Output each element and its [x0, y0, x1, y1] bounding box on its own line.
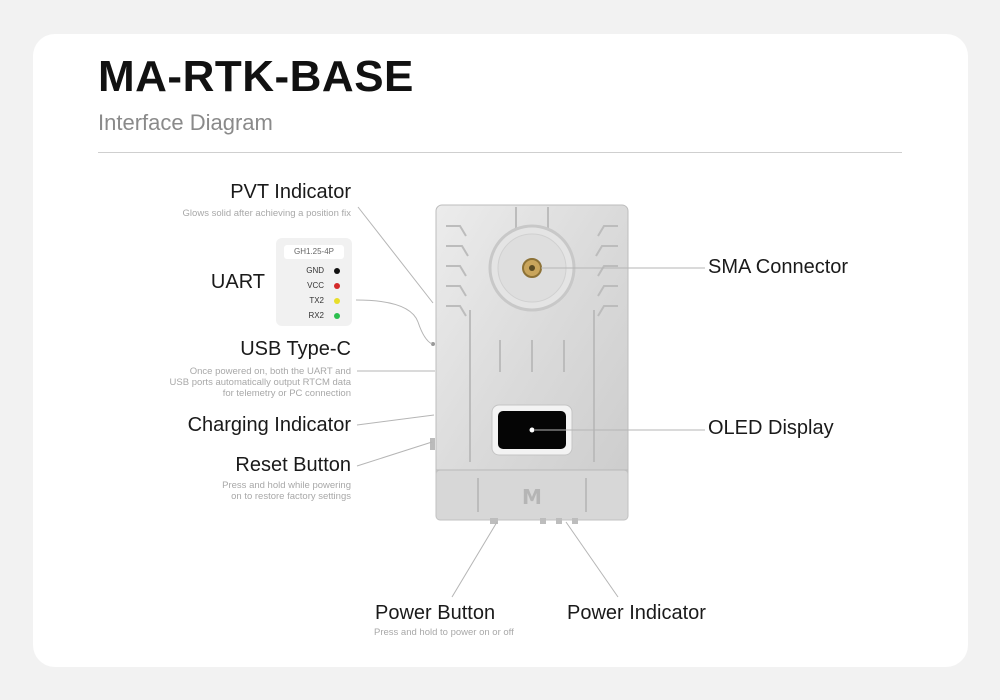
uart-pin-rx2: RX2: [276, 309, 352, 323]
pin-dot-icon: [334, 298, 340, 304]
leader-uart: [355, 299, 433, 345]
pin-name: VCC: [307, 281, 324, 290]
power-button-label: Power Button: [375, 602, 496, 624]
charging-indicator-label: Charging Indicator: [187, 414, 351, 436]
uart-pin-vcc: VCC: [276, 279, 352, 293]
page-subtitle: Interface Diagram: [98, 110, 273, 135]
power-indicator-label: Power Indicator: [567, 602, 706, 624]
pin-dot-icon: [334, 268, 340, 274]
power-button-note: Press and hold to power on or off: [374, 627, 514, 638]
leader-reset: [356, 441, 433, 467]
leader-charging: [356, 414, 435, 426]
pin-name: TX2: [309, 296, 324, 305]
pin-name: GND: [306, 266, 324, 275]
uart-pin-gnd: GND: [276, 264, 352, 278]
reset-button-label: Reset Button: [235, 454, 351, 476]
leader-power-indicator: [565, 521, 619, 598]
reset-button-note: Press and hold while powering on to rest…: [222, 480, 351, 502]
usb-type-c-label: USB Type-C: [240, 338, 351, 360]
pvt-indicator-note: Glows solid after achieving a position f…: [182, 208, 351, 219]
pvt-indicator-label: PVT Indicator: [230, 181, 351, 203]
divider: [98, 152, 902, 153]
page-title: MA-RTK-BASE: [98, 52, 414, 101]
brand-logo-icon: M: [522, 485, 542, 509]
leader-power-button: [451, 521, 498, 598]
pin-dot-icon: [334, 313, 340, 319]
pin-dot-icon: [334, 283, 340, 289]
uart-label: UART: [210, 271, 265, 293]
sma-connector-label: SMA Connector: [708, 256, 849, 278]
uart-pin-tx2: TX2: [276, 294, 352, 308]
pin-name: RX2: [308, 311, 324, 320]
uart-connector-type: GH1.25-4P: [284, 245, 344, 259]
leader-pvt: [357, 206, 434, 304]
usb-type-c-note: Once powered on, both the UART and USB p…: [169, 366, 351, 399]
oled-display-label: OLED Display: [708, 417, 834, 439]
uart-pinout: GH1.25-4P GND VCC TX2 RX2: [276, 238, 352, 326]
